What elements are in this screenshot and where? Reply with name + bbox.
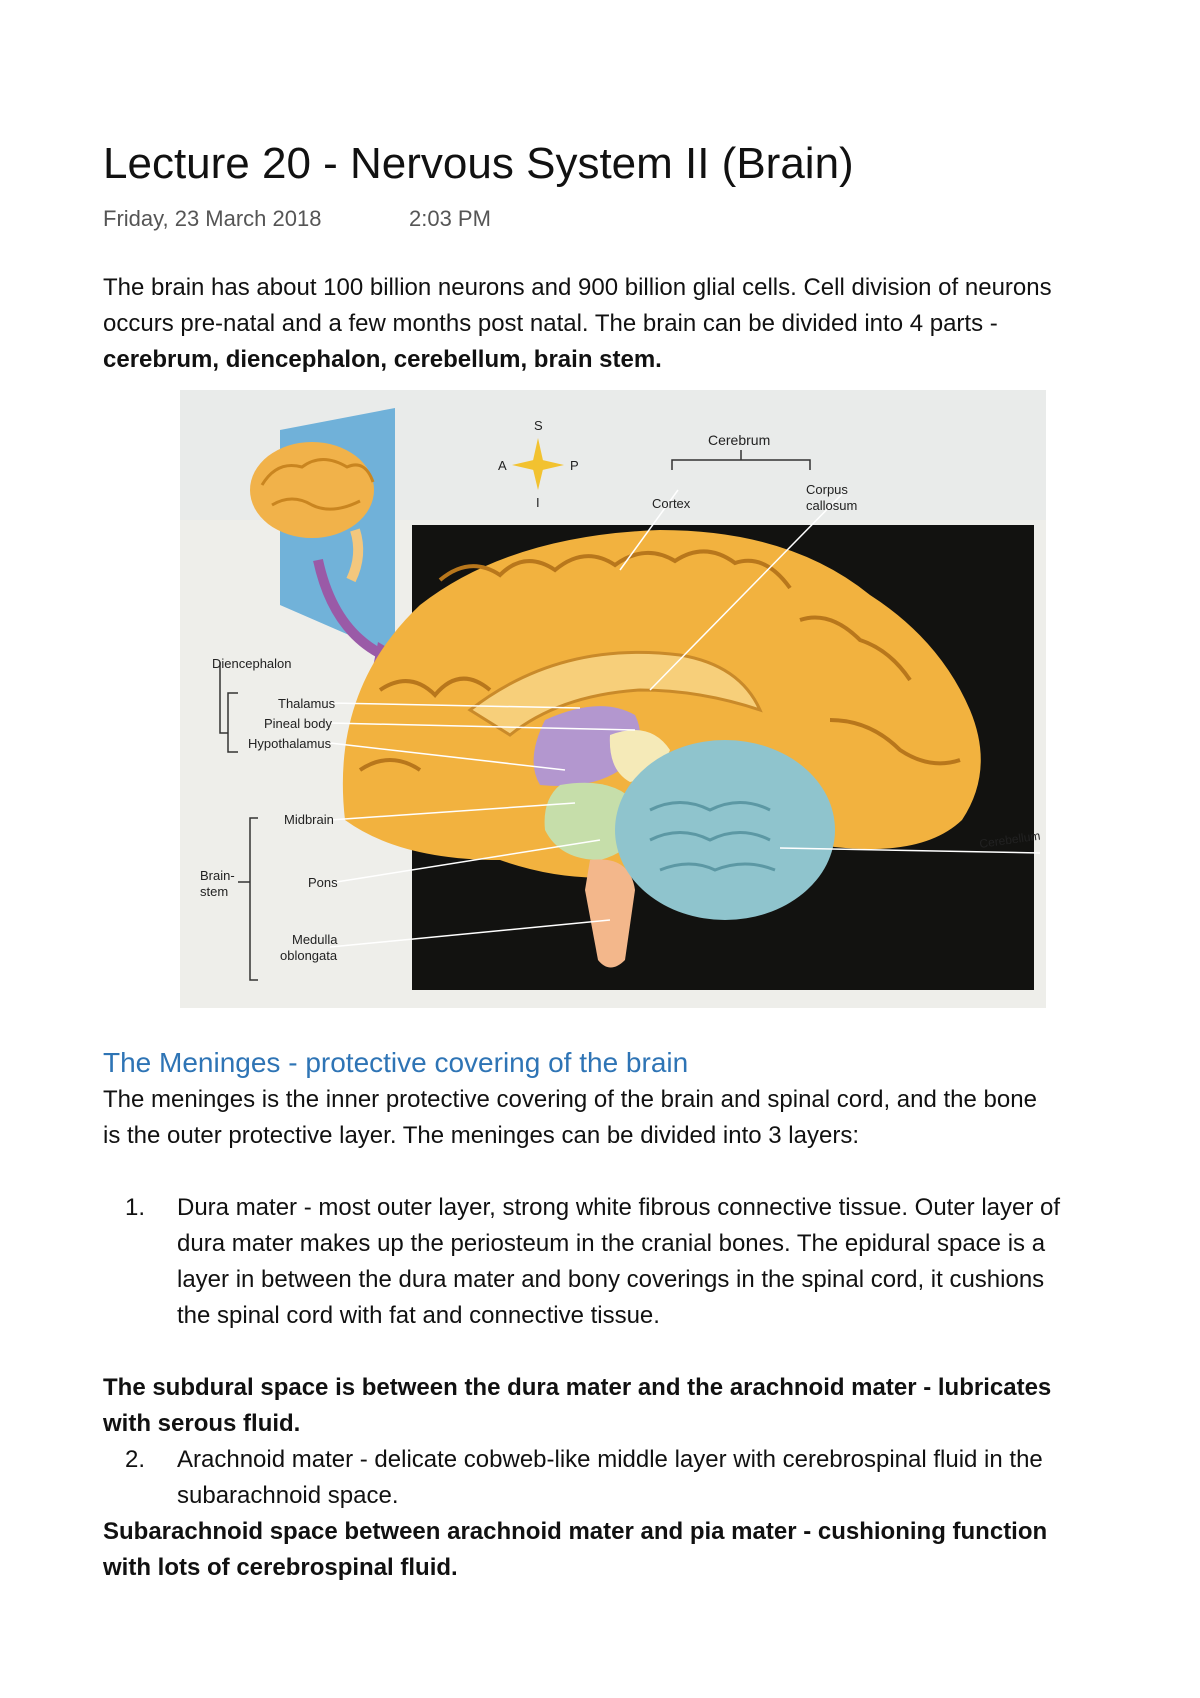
list-item: 1. Dura mater - most outer layer, strong… <box>103 1190 1063 1334</box>
pointer-arrow <box>313 558 386 660</box>
list-item-text: Arachnoid mater - delicate cobweb-like m… <box>177 1446 1043 1509</box>
time-stamp: 2:03 PM <box>409 206 491 231</box>
gyri-lines <box>438 549 792 590</box>
brain-figure: S A P I <box>180 390 1046 1008</box>
meninges-intro: The meninges is the inner protective cov… <box>103 1086 1037 1149</box>
label-brainstem-line2: stem <box>200 884 228 899</box>
intro-text: The brain has about 100 billion neurons … <box>103 274 1052 337</box>
compass-i: I <box>536 495 540 510</box>
meninges-list-2: 2. Arachnoid mater - delicate cobweb-lik… <box>103 1442 1063 1514</box>
date-stamp: Friday, 23 March 2018 <box>103 206 322 231</box>
intro-bold-parts: cerebrum, diencephalon, cerebellum, brai… <box>103 346 662 373</box>
leader-pons <box>329 839 601 884</box>
label-cortex: Cortex <box>652 496 691 511</box>
medulla-region <box>585 859 635 968</box>
label-cerebrum: Cerebrum <box>708 432 770 448</box>
list-item: 2. Arachnoid mater - delicate cobweb-lik… <box>103 1442 1063 1514</box>
cerebellum-region <box>615 740 835 920</box>
leader-cerebellum <box>779 847 1041 854</box>
intro-paragraph: The brain has about 100 billion neurons … <box>103 270 1053 378</box>
label-diencephalon: Diencephalon <box>212 656 292 671</box>
compass-p: P <box>570 458 579 473</box>
label-medulla-line2: oblongata <box>280 948 338 963</box>
leader-cortex <box>619 489 679 571</box>
small-brain-folds <box>260 458 375 486</box>
leader-thalamus <box>329 702 581 709</box>
subdural-paragraph: The subdural space is between the dura m… <box>103 1374 1052 1437</box>
corpus-callosum-region <box>467 650 763 737</box>
subarachnoid-paragraph: Subarachnoid space between arachnoid mat… <box>103 1518 1048 1581</box>
label-brainstem-line1: Brain- <box>200 868 235 883</box>
list-item-number: 2. <box>125 1446 146 1473</box>
label-pons: Pons <box>308 875 338 890</box>
label-corpus-callosum-line2: callosum <box>806 498 857 513</box>
page-title: Lecture 20 - Nervous System II (Brain) <box>103 139 854 188</box>
leader-corpus-callosum <box>649 489 847 691</box>
orientation-compass: S A P I <box>498 418 579 510</box>
compass-s: S <box>534 418 543 433</box>
label-medulla-line1: Medulla <box>292 932 338 947</box>
leader-pineal <box>329 722 636 731</box>
brain-sagittal-diagram: S A P I <box>180 390 1046 1008</box>
brain-section <box>342 530 981 968</box>
label-midbrain: Midbrain <box>284 812 334 827</box>
label-thalamus: Thalamus <box>278 696 336 711</box>
leader-hypothalamus <box>329 742 566 771</box>
leader-midbrain <box>329 802 576 821</box>
small-brainstem <box>346 528 364 583</box>
label-pineal-body: Pineal body <box>264 716 332 731</box>
label-hypothalamus: Hypothalamus <box>248 736 332 751</box>
small-brain-icon <box>250 442 374 538</box>
leader-medulla <box>329 919 611 948</box>
list-item-text: Dura mater - most outer layer, strong wh… <box>177 1194 1061 1329</box>
list-item-number: 1. <box>125 1194 146 1221</box>
meninges-heading: The Meninges - protective covering of th… <box>103 1047 689 1078</box>
compass-a: A <box>498 458 507 473</box>
bracket-lines <box>219 450 811 981</box>
date-time-line: Friday, 23 March 2018 2:03 PM <box>103 204 491 234</box>
thalamus-region <box>533 706 640 786</box>
leader-lines <box>329 489 1041 948</box>
meninges-list-1: 1. Dura mater - most outer layer, strong… <box>103 1190 1063 1334</box>
label-corpus-callosum-line1: Corpus <box>806 482 848 497</box>
